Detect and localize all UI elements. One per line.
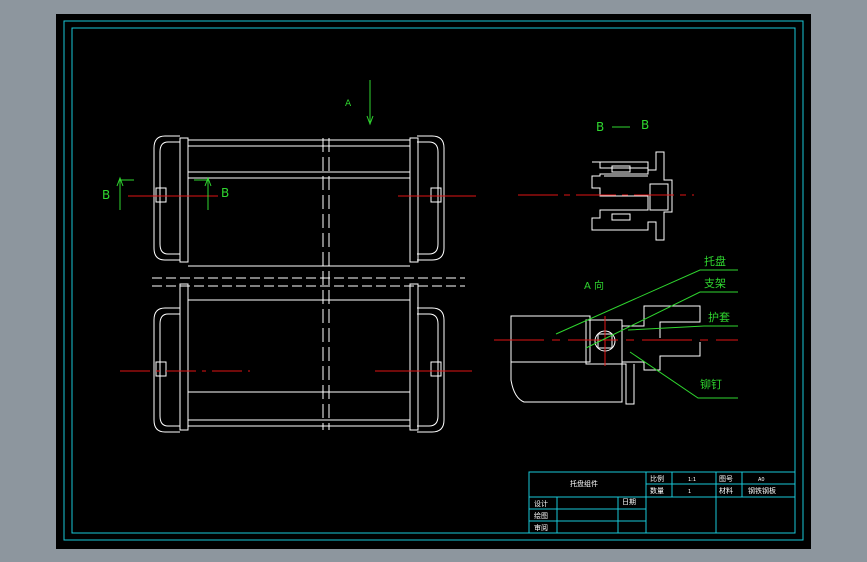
callout-bracket: 支架 xyxy=(704,277,726,290)
main-view xyxy=(152,135,465,433)
drawing-sheet xyxy=(56,14,811,549)
view-a-drawing xyxy=(510,305,701,405)
left-bottom-endcap xyxy=(153,307,180,433)
callout-guard: 护套 xyxy=(708,310,730,324)
designer-label: 设计 xyxy=(534,499,548,508)
right-bottom-endcap xyxy=(417,307,445,433)
section-bb-title-left: B xyxy=(596,120,604,134)
scale-value: 1:1 xyxy=(688,477,696,483)
section-b-left-arrow xyxy=(119,179,134,210)
section-b-right-arrow xyxy=(194,179,209,210)
callout-leaders xyxy=(555,269,738,399)
view-a-arrow-label: A xyxy=(345,99,352,109)
section-bb-title-right: B xyxy=(641,118,649,132)
section-b-right-label: B xyxy=(221,186,229,200)
material-value: 钢铁钢板 xyxy=(748,486,776,495)
callout-rivet: 铆钉 xyxy=(700,377,722,391)
left-top-endcap xyxy=(153,135,180,261)
main-centerlines xyxy=(120,195,476,372)
right-top-endcap xyxy=(417,135,445,261)
title-block xyxy=(528,471,796,534)
reviewer-label: 审阅 xyxy=(534,523,548,532)
scale-label: 比例 xyxy=(650,474,664,483)
drafter-label: 绘图 xyxy=(534,511,548,520)
sheet-label: 图号 xyxy=(719,475,733,483)
main-annotations xyxy=(116,80,374,210)
material-label: 材料 xyxy=(719,486,733,495)
inner-border xyxy=(71,27,796,534)
title-block-text: 托盘组件 比例 1:1 图号 A0 数量 1 材料 钢铁钢板 设计 绘图 审阅 … xyxy=(534,474,776,532)
section-b-left-label: B xyxy=(102,188,110,202)
view-a-title: A 向 xyxy=(584,279,604,292)
date-label: 日期 xyxy=(622,498,636,506)
qty-label: 数量 xyxy=(650,486,664,495)
outer-border xyxy=(63,20,804,541)
title-name: 托盘组件 xyxy=(570,479,598,488)
callout-tray: 托盘 xyxy=(704,254,726,268)
sheet-value: A0 xyxy=(758,477,765,483)
qty-value: 1 xyxy=(688,489,691,495)
section-bb-view xyxy=(591,151,673,241)
